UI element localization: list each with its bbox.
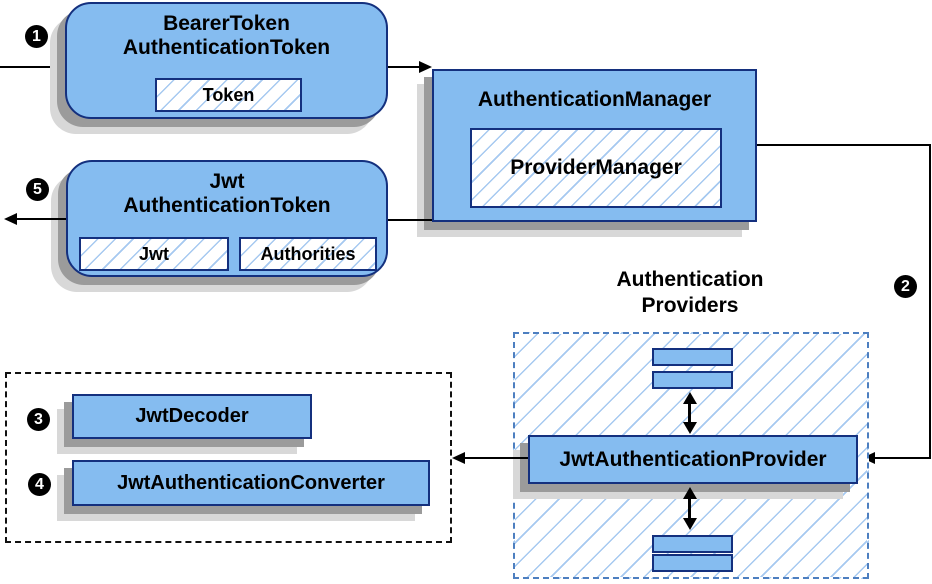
connector-bearer-to-manager: [388, 66, 419, 68]
provider-stack-bar-bottom-1: [652, 535, 733, 553]
jwt-token-title-line2: AuthenticationToken: [123, 194, 331, 217]
connector-manager-to-jwt-token: [388, 219, 432, 221]
step-badge-4: 4: [28, 473, 51, 496]
connector-step1-entry: [0, 66, 65, 68]
provider-stack-bar-bottom-2: [652, 554, 733, 572]
decoder-converter-group-box: [5, 372, 452, 543]
jwt-token-node-title: Jwt AuthenticationToken: [68, 170, 386, 218]
authorities-field-label: Authorities: [260, 243, 356, 264]
connector-right-vertical: [929, 144, 931, 459]
step-badge-5-number: 5: [33, 180, 42, 198]
bearer-token-authentication-token-node: BearerToken AuthenticationToken Token: [65, 2, 388, 119]
bearer-token-title-line2: AuthenticationToken: [122, 36, 331, 59]
jwt-authentication-converter-label: JwtAuthenticationConverter: [117, 471, 385, 494]
jwt-authentication-converter-node: JwtAuthenticationConverter: [72, 460, 430, 506]
authentication-manager-title-text: AuthenticationManager: [477, 88, 712, 111]
double-arrow-top-down-icon: [683, 422, 697, 434]
arrowhead-into-decoder-group-icon: [452, 452, 465, 464]
jwt-token-title-line1: Jwt: [209, 170, 245, 193]
token-field: Token: [155, 78, 302, 112]
connector-into-provider: [875, 457, 931, 459]
authentication-manager-node: AuthenticationManager ProviderManager: [432, 69, 757, 222]
provider-manager-label: ProviderManager: [510, 156, 682, 179]
provider-manager-box: ProviderManager: [470, 128, 722, 208]
authentication-providers-label: Authentication Providers: [540, 267, 840, 319]
authentication-providers-label-line1: Authentication: [616, 268, 764, 291]
jwt-field: Jwt: [79, 237, 229, 271]
step-badge-4-number: 4: [35, 475, 44, 493]
jwt-decoder-label: JwtDecoder: [135, 405, 249, 427]
authentication-manager-title: AuthenticationManager: [434, 88, 755, 112]
jwt-field-label: Jwt: [138, 243, 169, 264]
connector-step5-exit: [16, 218, 66, 220]
authorities-field: Authorities: [239, 237, 377, 271]
bearer-token-title-line1: BearerToken: [163, 12, 290, 35]
connector-provider-to-decoder-group: [464, 457, 528, 459]
double-arrow-bottom-shaft: [688, 497, 691, 519]
jwt-authentication-provider-node: JwtAuthenticationProvider: [528, 435, 858, 484]
provider-stack-bar-top-2: [652, 371, 733, 389]
jwt-decoder-node: JwtDecoder: [72, 394, 312, 439]
authentication-providers-label-line2: Providers: [641, 294, 739, 317]
double-arrow-top-up-icon: [683, 392, 697, 404]
step-badge-3-number: 3: [34, 410, 43, 428]
provider-stack-bar-top-1: [652, 348, 733, 366]
step-badge-3: 3: [27, 408, 50, 431]
arrowhead-step5-exit-icon: [4, 213, 17, 225]
token-field-label: Token: [202, 84, 255, 105]
arrowhead-into-manager-icon: [419, 61, 432, 73]
bearer-token-node-title: BearerToken AuthenticationToken: [67, 12, 386, 60]
connector-manager-right: [757, 144, 931, 146]
step-badge-1-number: 1: [32, 27, 41, 45]
double-arrow-top-shaft: [688, 402, 691, 424]
step-badge-2: 2: [894, 275, 917, 298]
jwt-authentication-provider-label: JwtAuthenticationProvider: [559, 447, 827, 471]
double-arrow-bottom-up-icon: [683, 487, 697, 499]
double-arrow-bottom-down-icon: [683, 518, 697, 530]
jwt-authentication-token-node: Jwt AuthenticationToken Jwt Authorities: [66, 160, 388, 277]
step-badge-5: 5: [26, 178, 49, 201]
step-badge-2-number: 2: [901, 277, 910, 295]
step-badge-1: 1: [25, 25, 48, 48]
